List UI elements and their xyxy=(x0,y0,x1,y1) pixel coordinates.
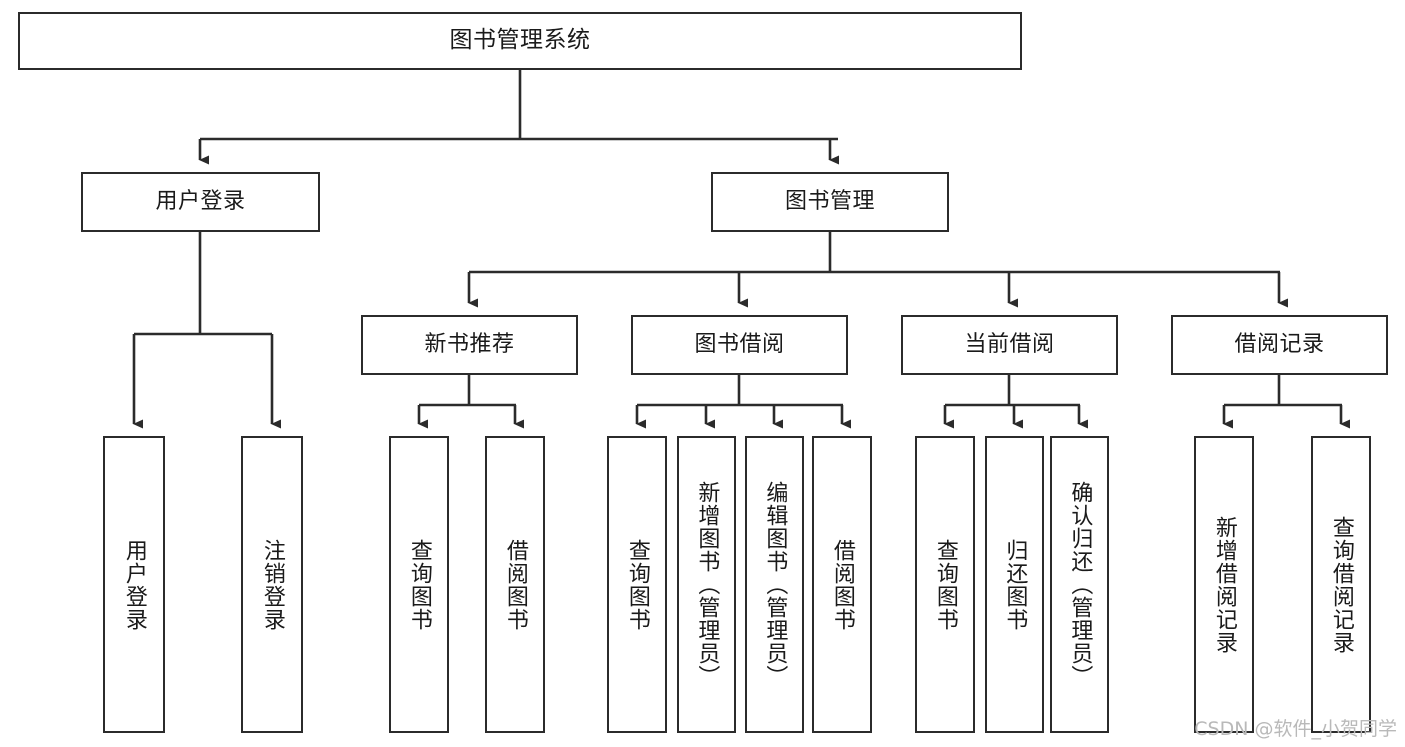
node-book-borrow[interactable]: 图书借阅 xyxy=(631,315,848,375)
node-leaf-add-book-label: 新增图书（管理员） xyxy=(694,481,720,688)
node-leaf-query-book-2[interactable]: 查询图书 xyxy=(607,436,667,733)
node-leaf-add-record[interactable]: 新增借阅记录 xyxy=(1194,436,1254,733)
node-leaf-query-record[interactable]: 查询借阅记录 xyxy=(1311,436,1371,733)
node-book-manage[interactable]: 图书管理 xyxy=(711,172,949,232)
watermark-text: CSDN @软件_小贺同学 xyxy=(1194,718,1397,740)
node-root[interactable]: 图书管理系统 xyxy=(18,12,1022,70)
node-leaf-query-book-1-label: 查询图书 xyxy=(406,538,432,631)
node-leaf-confirm-return-label: 确认归还（管理员） xyxy=(1067,481,1093,688)
node-leaf-query-book-1[interactable]: 查询图书 xyxy=(389,436,449,733)
node-leaf-confirm-return[interactable]: 确认归还（管理员） xyxy=(1050,436,1109,733)
node-leaf-query-book-3-label: 查询图书 xyxy=(932,538,958,631)
node-leaf-query-book-3[interactable]: 查询图书 xyxy=(915,436,975,733)
node-leaf-borrow-book-1-label: 借阅图书 xyxy=(502,538,528,631)
node-leaf-return-book-label: 归还图书 xyxy=(1002,538,1028,631)
node-current-borrow-label: 当前借阅 xyxy=(964,332,1055,358)
node-leaf-add-book[interactable]: 新增图书（管理员） xyxy=(677,436,736,733)
node-leaf-return-book[interactable]: 归还图书 xyxy=(985,436,1044,733)
node-new-book-recommend-label: 新书推荐 xyxy=(424,332,515,358)
node-leaf-add-record-label: 新增借阅记录 xyxy=(1211,515,1237,654)
node-new-book-recommend[interactable]: 新书推荐 xyxy=(361,315,578,375)
node-user-login-label: 用户登录 xyxy=(155,189,246,215)
node-leaf-edit-book-label: 编辑图书（管理员） xyxy=(762,481,788,688)
node-leaf-user-logout[interactable]: 注销登录 xyxy=(241,436,303,733)
node-leaf-query-record-label: 查询借阅记录 xyxy=(1328,515,1354,654)
node-root-label: 图书管理系统 xyxy=(449,27,591,54)
node-user-login[interactable]: 用户登录 xyxy=(81,172,320,232)
node-borrow-record-label: 借阅记录 xyxy=(1234,332,1325,358)
node-leaf-borrow-book-2-label: 借阅图书 xyxy=(829,538,855,631)
node-leaf-edit-book[interactable]: 编辑图书（管理员） xyxy=(745,436,804,733)
node-book-manage-label: 图书管理 xyxy=(784,189,875,215)
node-book-borrow-label: 图书借阅 xyxy=(694,332,785,358)
node-leaf-borrow-book-1[interactable]: 借阅图书 xyxy=(485,436,545,733)
node-borrow-record[interactable]: 借阅记录 xyxy=(1171,315,1388,375)
node-current-borrow[interactable]: 当前借阅 xyxy=(901,315,1118,375)
node-leaf-borrow-book-2[interactable]: 借阅图书 xyxy=(812,436,872,733)
node-leaf-user-login[interactable]: 用户登录 xyxy=(103,436,165,733)
node-leaf-user-login-label: 用户登录 xyxy=(121,538,147,631)
node-leaf-query-book-2-label: 查询图书 xyxy=(624,538,650,631)
node-leaf-user-logout-label: 注销登录 xyxy=(259,538,285,631)
